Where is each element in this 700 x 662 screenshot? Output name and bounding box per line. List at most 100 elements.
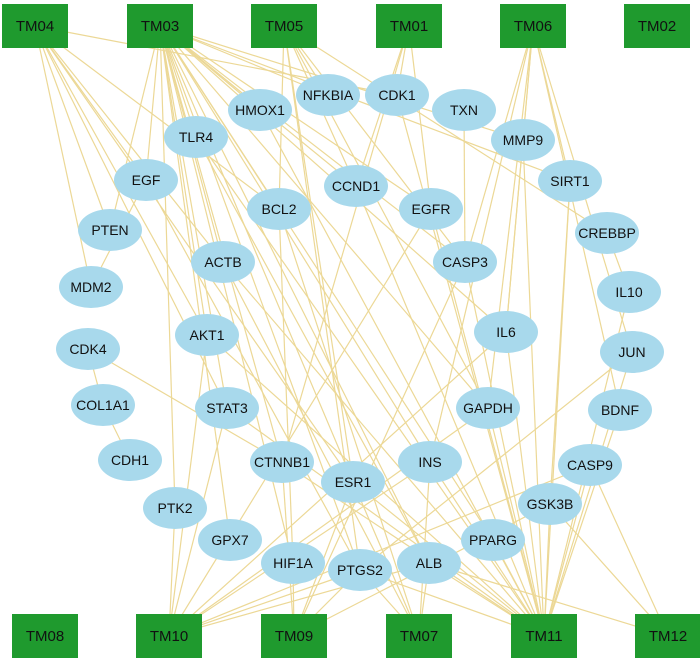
module-node-tm02[interactable]: TM02	[624, 4, 690, 48]
gene-node-ptk2[interactable]: PTK2	[143, 487, 207, 529]
edge-tm04-mdm2	[34, 25, 92, 288]
node-label: ALB	[416, 555, 442, 571]
node-label: GPX7	[211, 532, 249, 548]
gene-ellipse	[397, 542, 461, 584]
node-label: PTK2	[157, 500, 192, 516]
gene-ellipse	[518, 483, 582, 525]
gene-node-jun[interactable]: JUN	[600, 331, 664, 373]
gene-node-tlr4[interactable]: TLR4	[164, 116, 228, 158]
gene-node-egf[interactable]: EGF	[114, 159, 178, 201]
edge-tm12-alb	[428, 562, 669, 637]
gene-node-ccnd1[interactable]: CCND1	[324, 165, 388, 207]
gene-node-gsk3b[interactable]: GSK3B	[518, 483, 582, 525]
module-box	[261, 614, 327, 658]
gene-ellipse	[296, 74, 360, 116]
node-label: STAT3	[206, 400, 248, 416]
node-label: JUN	[618, 344, 645, 360]
edge-tm03-ptk2	[159, 25, 176, 509]
gene-ellipse	[261, 542, 325, 584]
gene-node-stat3[interactable]: STAT3	[195, 387, 259, 429]
gene-node-akt1[interactable]: AKT1	[175, 314, 239, 356]
module-node-tm07[interactable]: TM07	[386, 614, 452, 658]
gene-node-sirt1[interactable]: SIRT1	[538, 160, 602, 202]
gene-node-actb[interactable]: ACTB	[191, 241, 255, 283]
gene-node-txn[interactable]: TXN	[432, 89, 496, 131]
node-label: MDM2	[70, 279, 111, 295]
edge-tm03-gpx7	[159, 25, 231, 541]
gene-node-gpx7[interactable]: GPX7	[198, 519, 262, 561]
edge-tm11-actb	[222, 261, 545, 637]
gene-node-egfr[interactable]: EGFR	[399, 188, 463, 230]
edges-layer	[34, 25, 669, 637]
module-node-tm05[interactable]: TM05	[251, 4, 317, 48]
gene-node-casp9[interactable]: CASP9	[558, 444, 622, 486]
gene-ellipse	[588, 389, 652, 431]
edge-tm09-casp3	[293, 261, 466, 637]
gene-ellipse	[558, 444, 622, 486]
module-node-tm04[interactable]: TM04	[2, 4, 68, 48]
gene-node-bcl2[interactable]: BCL2	[247, 188, 311, 230]
gene-node-alb[interactable]: ALB	[397, 542, 461, 584]
gene-ellipse	[164, 116, 228, 158]
module-node-tm08[interactable]: TM08	[12, 614, 78, 658]
gene-node-il10[interactable]: IL10	[597, 271, 661, 313]
gene-node-ins[interactable]: INS	[398, 441, 462, 483]
node-label: IL10	[615, 284, 642, 300]
edge-tm12-casp9	[589, 464, 669, 637]
gene-node-cdh1[interactable]: CDH1	[98, 439, 162, 481]
node-label: TM08	[26, 628, 64, 645]
node-label: TM06	[514, 18, 552, 35]
node-label: PPARG	[469, 532, 517, 548]
module-box	[386, 614, 452, 658]
node-label: INS	[418, 454, 441, 470]
gene-node-hmox1[interactable]: HMOX1	[228, 89, 292, 131]
node-label: EGF	[132, 172, 161, 188]
gene-ellipse	[538, 160, 602, 202]
edge-tm05-esr1	[283, 25, 354, 483]
node-label: IL6	[496, 324, 516, 340]
node-label: GAPDH	[463, 400, 513, 416]
edge-tm04-actb	[34, 25, 224, 263]
node-label: TM10	[150, 628, 188, 645]
gene-node-mmp9[interactable]: MMP9	[491, 119, 555, 161]
module-node-tm01[interactable]: TM01	[376, 4, 442, 48]
gene-node-crebbp[interactable]: CREBBP	[575, 212, 639, 254]
gene-node-hif1a[interactable]: HIF1A	[261, 542, 325, 584]
node-label: CASP3	[442, 254, 488, 270]
gene-node-pparg[interactable]: PPARG	[461, 519, 525, 561]
gene-node-casp3[interactable]: CASP3	[433, 241, 497, 283]
module-node-tm12[interactable]: TM12	[635, 614, 700, 658]
node-label: ACTB	[204, 254, 241, 270]
module-node-tm11[interactable]: TM11	[511, 614, 577, 658]
gene-node-ptgs2[interactable]: PTGS2	[328, 549, 392, 591]
gene-node-cdk4[interactable]: CDK4	[56, 328, 120, 370]
edge-tm03-esr1	[159, 25, 354, 483]
gene-node-mdm2[interactable]: MDM2	[59, 266, 123, 308]
gene-node-col1a1[interactable]: COL1A1	[71, 384, 135, 426]
node-label: EGFR	[412, 201, 451, 217]
node-label: TM12	[649, 628, 687, 645]
gene-node-il6[interactable]: IL6	[474, 311, 538, 353]
node-label: PTEN	[91, 222, 128, 238]
gene-ellipse	[321, 461, 385, 503]
node-label: CDK4	[69, 341, 107, 357]
gene-node-bdnf[interactable]: BDNF	[588, 389, 652, 431]
gene-node-nfkbia[interactable]: NFKBIA	[296, 74, 360, 116]
gene-node-pten[interactable]: PTEN	[78, 209, 142, 251]
module-node-tm10[interactable]: TM10	[136, 614, 202, 658]
gene-ellipse	[597, 271, 661, 313]
gene-node-esr1[interactable]: ESR1	[321, 461, 385, 503]
gene-node-ctnnb1[interactable]: CTNNB1	[250, 441, 314, 483]
edge-tm03-ins	[159, 25, 431, 463]
gene-node-gapdh[interactable]: GAPDH	[456, 387, 520, 429]
node-label: CREBBP	[578, 225, 636, 241]
gene-ellipse	[56, 328, 120, 370]
gene-ellipse	[59, 266, 123, 308]
edge-tm03-gapdh	[159, 25, 489, 409]
node-label: PTGS2	[337, 562, 383, 578]
module-node-tm09[interactable]: TM09	[261, 614, 327, 658]
module-box	[127, 4, 193, 48]
module-node-tm03[interactable]: TM03	[127, 4, 193, 48]
module-node-tm06[interactable]: TM06	[500, 4, 566, 48]
gene-node-cdk1[interactable]: CDK1	[365, 74, 429, 116]
